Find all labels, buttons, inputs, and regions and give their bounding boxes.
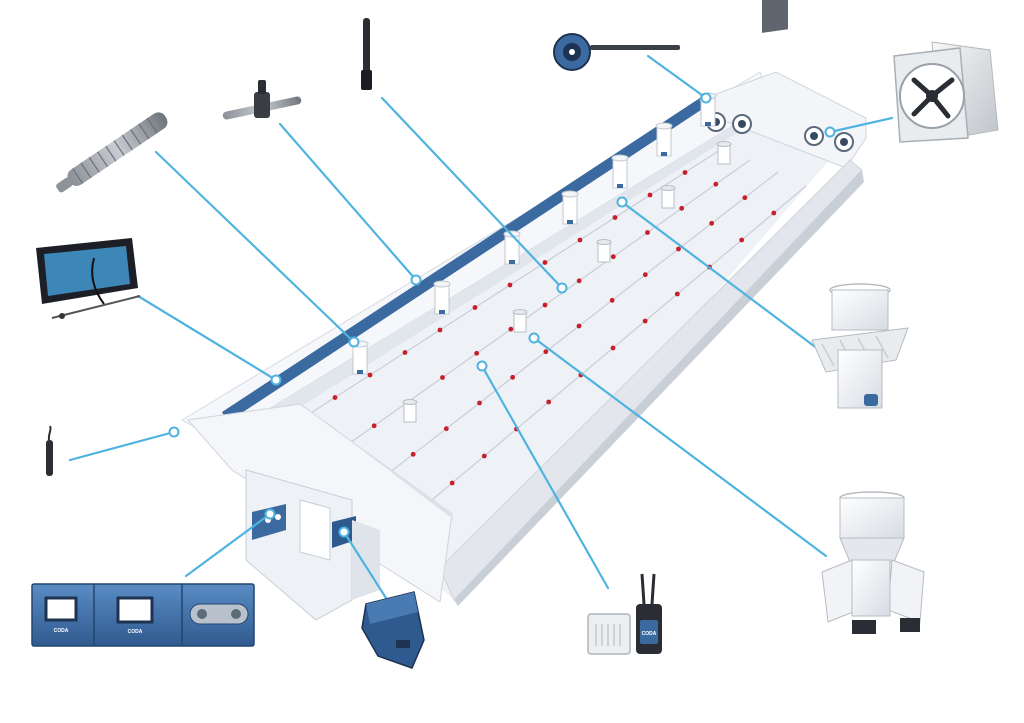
callout-anchors (168, 92, 836, 538)
callout-line-climate (278, 122, 418, 282)
cabinet-screen-right (116, 596, 154, 624)
humidity-transmitter-icon: CODA (636, 573, 662, 654)
wireless-antenna-icon (361, 18, 372, 90)
callout-line-cabinet (184, 512, 272, 578)
drinker-dot (676, 246, 681, 252)
drinker-dot (642, 272, 648, 278)
drinker-dot (472, 305, 478, 310)
drinker-dot (437, 327, 443, 333)
chimney (655, 122, 673, 157)
drinker-dot (609, 297, 615, 303)
anchor-antenna (556, 282, 568, 294)
drinker-dot (371, 423, 377, 429)
callout-line-probe (646, 54, 708, 100)
drinker-dot (367, 372, 373, 378)
chimney (611, 154, 629, 189)
drinker-dot (576, 278, 582, 284)
drinker-dot (679, 205, 685, 211)
callout-line-humidity (68, 430, 176, 462)
roof-chimneys (351, 92, 732, 423)
temperature-probe-icon (553, 33, 680, 71)
drinker-dot (645, 230, 650, 235)
barn-building (181, 0, 867, 621)
drinker-dot (739, 237, 745, 243)
anchor-inlet (528, 332, 540, 344)
callout-line-antenna (380, 96, 564, 290)
drinker-dot (440, 375, 445, 380)
heating-pipe-icon (56, 112, 168, 193)
callout-line-controller (136, 294, 278, 382)
drinker-dot (647, 192, 653, 198)
drinker-dot (612, 215, 618, 220)
drinker-dot (713, 181, 719, 187)
anchor-probe (700, 92, 712, 104)
drinker-dot (577, 237, 583, 243)
callout-line-sensor (480, 364, 610, 590)
anchor-climate (410, 274, 422, 286)
heater-unit-icon (361, 591, 425, 669)
drinker-dot (682, 170, 688, 175)
drinker-dot (742, 195, 748, 201)
back-wall-window-strip (222, 94, 710, 422)
drinker-dot (402, 350, 408, 355)
drinker-dot (674, 291, 680, 297)
far-gable-door (762, 0, 788, 33)
drinker-dot (610, 254, 616, 260)
floor-inlet (596, 239, 612, 263)
drinker-dot (481, 453, 487, 459)
drinker-dot (546, 399, 552, 405)
floor-inlet (660, 185, 676, 209)
humidity-sensor-icon (46, 425, 53, 476)
control-cabinet-icon: CODA CODA (31, 583, 255, 647)
anchor-chimney (616, 196, 628, 208)
drinker-dot (477, 400, 482, 406)
controller-tablet-icon (36, 238, 141, 319)
drinker-dot (610, 345, 616, 351)
drinker-dot (642, 318, 648, 324)
cabinet-brand-left: CODA (54, 628, 69, 634)
climate-sensor-icon (222, 80, 302, 120)
drinker-dot (508, 326, 514, 332)
ceiling-inlet-icon (821, 491, 925, 634)
water-meter-icon (587, 613, 631, 655)
drinker-dot (709, 220, 715, 226)
cabinet-brand-right: CODA (128, 629, 143, 635)
chimney (561, 190, 579, 225)
floor-inlet (402, 399, 418, 423)
drinker-dot (576, 323, 582, 329)
drinker-dot (410, 451, 416, 457)
anchor-cabinet (264, 508, 276, 520)
roof-chimney-icon (811, 283, 909, 409)
callout-line-fan (828, 116, 894, 134)
exhaust-fan-icon (893, 41, 999, 143)
chimney (433, 280, 451, 315)
anchor-controller (270, 374, 282, 386)
cabinet-screen-left (44, 596, 78, 622)
drinker-dot (507, 282, 513, 288)
callout-lines (68, 54, 894, 600)
anchor-pipe (348, 336, 360, 348)
drinker-dot (510, 374, 516, 380)
anchor-humidity (168, 426, 180, 438)
drinker-dot (449, 480, 455, 486)
callout-line-inlet (532, 336, 828, 558)
anchor-sensor (476, 360, 488, 372)
drinker-dot (443, 426, 449, 432)
callout-line-chimney (620, 200, 824, 354)
drinker-dot (543, 349, 549, 355)
callout-line-pipe (154, 150, 356, 344)
drinker-dot (542, 302, 548, 308)
floor-inlet (716, 141, 732, 165)
drinker-dot (542, 260, 548, 265)
drinker-dot (332, 395, 338, 400)
drinker-dot (771, 210, 777, 216)
anchor-heater (338, 526, 350, 538)
drinker-dots (332, 170, 777, 486)
drinker-dot (474, 350, 480, 356)
callout-line-heater (342, 530, 388, 600)
anchor-fan (824, 126, 836, 138)
sensor-brand-label: CODA (642, 631, 657, 637)
floor-inlet (512, 309, 528, 333)
